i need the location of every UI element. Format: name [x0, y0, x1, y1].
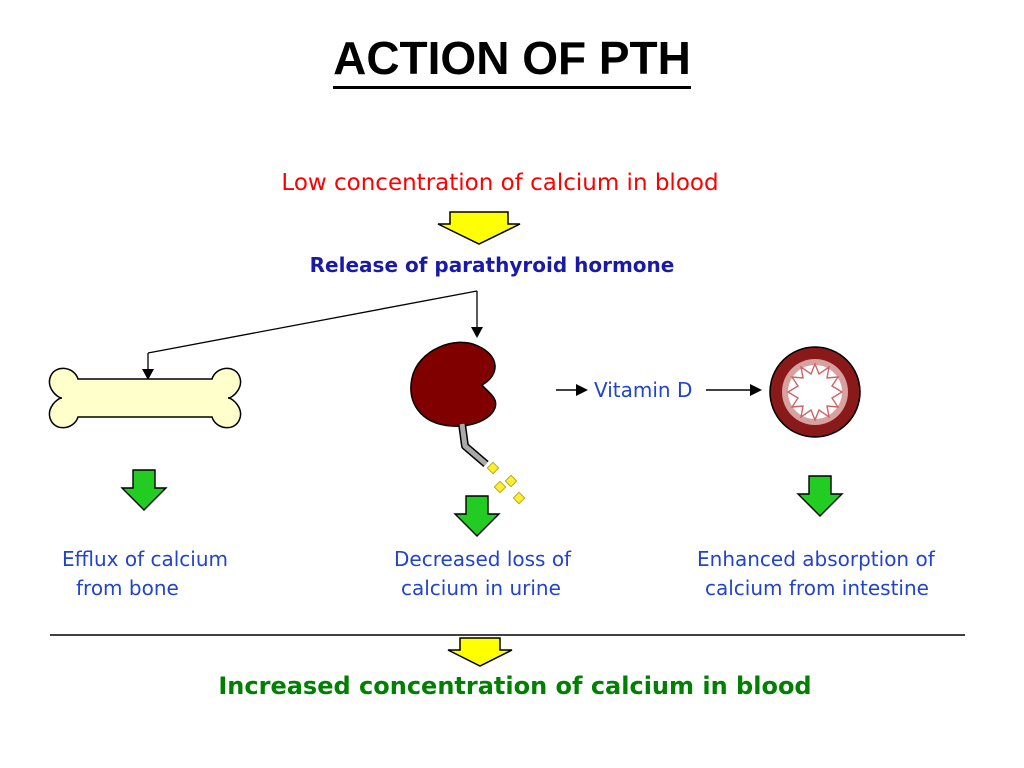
vitamin-d-label: Vitamin D — [594, 378, 692, 402]
page-title: ACTION OF PTH — [0, 30, 1024, 89]
kidney-icon — [410, 341, 497, 468]
green-arrow-intestine-icon — [796, 475, 844, 517]
effect-bone-line1: Efflux of calcium — [62, 547, 228, 571]
green-arrow-bone-icon — [120, 469, 168, 511]
release-pth-label: Release of parathyroid hormone — [310, 253, 675, 277]
effect-intestine-line2: calcium from intestine — [705, 576, 929, 600]
urine-droplets-icon — [486, 461, 526, 505]
effect-kidney-line1: Decreased loss of — [394, 547, 572, 571]
effect-intestine-line1: Enhanced absorption of — [697, 547, 936, 571]
arrow-vitamin-d-to-intestine-icon — [706, 384, 762, 396]
effect-bone-line2: from bone — [76, 576, 179, 600]
bone-icon — [48, 367, 242, 429]
increased-calcium-label: Increased concentration of calcium in bl… — [218, 672, 811, 700]
branch-connector — [147, 290, 478, 372]
arrow-kidney-to-vitamin-d-icon — [556, 384, 588, 396]
yellow-arrow-down-icon — [447, 637, 513, 667]
green-arrow-kidney-icon — [453, 495, 501, 537]
arrowhead-to-kidney-icon — [471, 327, 483, 338]
effect-kidney-line2: calcium in urine — [401, 576, 561, 600]
page-title-text: ACTION OF PTH — [333, 30, 691, 89]
yellow-arrow-down-icon — [437, 211, 521, 245]
low-calcium-label: Low concentration of calcium in blood — [281, 170, 718, 196]
effect-intestine: Enhanced absorption of calcium from inte… — [697, 547, 936, 600]
effect-kidney: Decreased loss of calcium in urine — [394, 547, 572, 600]
arrowhead-to-bone-icon — [142, 369, 154, 380]
effect-bone: Efflux of calcium from bone — [62, 547, 228, 600]
intestine-cross-section-icon — [769, 346, 861, 438]
